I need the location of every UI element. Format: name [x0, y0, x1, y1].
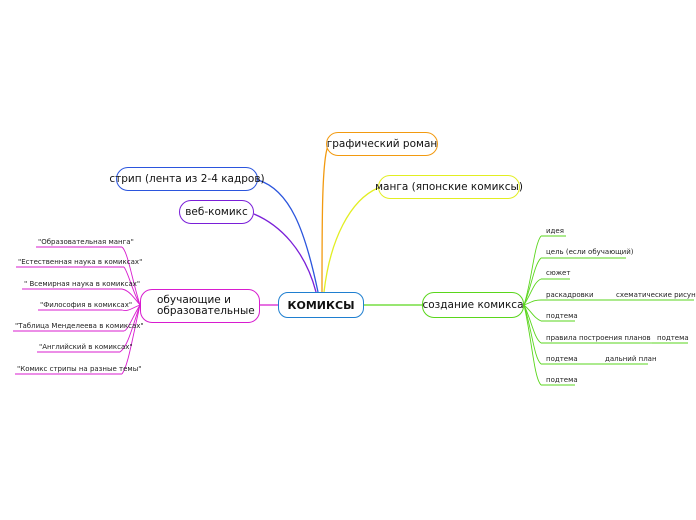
topic-manga[interactable]: манга (японские комиксы) — [375, 175, 523, 199]
topic-educational-label-line1: обучающие и — [157, 294, 231, 306]
topic-webcomic-label: веб-комикс — [185, 206, 248, 218]
topic-graphic-novel[interactable]: графический роман — [326, 132, 438, 156]
central-topic[interactable]: КОМИКСЫ — [278, 292, 364, 318]
creation-subitem[interactable]: схематические рисунки — [616, 291, 696, 299]
educational-item[interactable]: "Образовательная манга" — [38, 238, 134, 246]
topic-strip-label: стрип (лента из 2-4 кадров) — [109, 173, 265, 185]
creation-subitem[interactable]: дальний план — [605, 355, 657, 363]
creation-item[interactable]: идея — [546, 227, 564, 235]
topic-educational[interactable]: обучающие и образовательные — [140, 289, 260, 323]
creation-subitem[interactable]: подтема — [657, 334, 689, 342]
topic-webcomic[interactable]: веб-комикс — [179, 200, 254, 224]
creation-item[interactable]: подтема — [546, 376, 578, 384]
educational-item[interactable]: "Философия в комиксах" — [40, 301, 133, 309]
educational-item[interactable]: "Естественная наука в комиксах" — [18, 258, 143, 266]
educational-item[interactable]: "Комикс стрипы на разные темы" — [17, 365, 142, 373]
topic-creation[interactable]: создание комикса — [422, 292, 524, 318]
topic-graphic-novel-label: графический роман — [326, 138, 438, 150]
educational-item[interactable]: "Английский в комиксах" — [39, 343, 133, 351]
creation-item[interactable]: правила построения планов — [546, 334, 651, 342]
topic-educational-label-line2: образовательные — [157, 305, 255, 317]
educational-item[interactable]: "Таблица Менделеева в комиксах" — [15, 322, 144, 330]
topic-manga-label: манга (японские комиксы) — [375, 181, 523, 193]
topic-strip[interactable]: стрип (лента из 2-4 кадров) — [109, 167, 265, 191]
creation-item[interactable]: подтема — [546, 312, 578, 320]
educational-item[interactable]: " Всемирная наука в комиксах" — [24, 280, 141, 288]
topic-creation-label: создание комикса — [422, 299, 524, 311]
creation-item[interactable]: подтема — [546, 355, 578, 363]
central-topic-label: КОМИКСЫ — [287, 298, 355, 312]
creation-item[interactable]: сюжет — [546, 269, 571, 277]
creation-item[interactable]: раскадровки — [546, 291, 594, 299]
creation-item[interactable]: цель (если обучающий) — [546, 248, 634, 256]
